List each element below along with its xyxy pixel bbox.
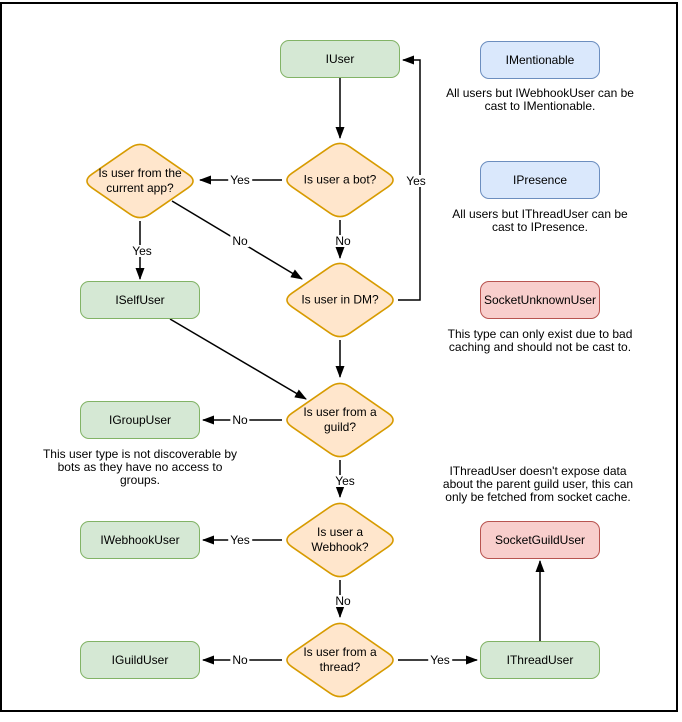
edge-label-yes-dm-to-iuser: Yes	[404, 174, 428, 188]
decision-label-bot: Is user a bot?	[280, 173, 400, 188]
decision-line: Is user in DM?	[301, 292, 379, 307]
annotation-ithreaduser: IThreadUser doesn't expose data about th…	[428, 465, 648, 504]
decision-label-webhook: Is user a Webhook?	[280, 525, 400, 555]
annotation-line: bots as they have no access to	[57, 460, 223, 474]
annotation-presence: All users but IThreadUser can be cast to…	[430, 208, 650, 234]
annotation-line: cast to IPresence.	[491, 220, 589, 234]
decision-line: Is user a	[316, 525, 364, 539]
annotation-line: about the parent guild user, this can	[442, 477, 634, 491]
edge-label-no-current-app-to-dm: No	[230, 234, 250, 248]
decision-label-dm: Is user in DM?	[280, 293, 400, 308]
annotation-socketunknownuser: This type can only exist due to bad cach…	[430, 328, 650, 354]
node-ipresence: IPresence	[480, 161, 600, 199]
node-ithreaduser: IThreadUser	[480, 641, 600, 679]
edge-label-no-webhook-to-thread: No	[333, 594, 353, 608]
node-iwebhookuser: IWebhookUser	[80, 521, 200, 559]
edge-label-yes-thread-to-ithreaduser: Yes	[428, 653, 452, 667]
annotation-line: groups.	[119, 473, 161, 487]
annotation-line: cast to IMentionable.	[484, 99, 596, 113]
node-iuser: IUser	[280, 40, 400, 78]
node-igroupuser: IGroupUser	[80, 401, 200, 439]
edge-label-no-bot-to-dm: No	[333, 234, 353, 248]
edge-label-no-thread-to-iguilduser: No	[230, 653, 250, 667]
decision-label-guild: Is user from a guild?	[280, 405, 400, 435]
node-iguilduser: IGuildUser	[80, 641, 200, 679]
annotation-line: This user type is not discoverable by	[42, 447, 238, 461]
decision-line: guild?	[323, 420, 357, 434]
edge-label-yes-guild-to-webhook: Yes	[333, 474, 357, 488]
annotation-line: This type can only exist due to bad	[447, 327, 633, 341]
decision-line: Webhook?	[311, 540, 369, 554]
decision-line: Is user a bot?	[303, 172, 377, 187]
decision-label-current-app: Is user from the current app?	[80, 166, 200, 196]
annotation-line: caching and should not be cast to.	[448, 340, 632, 354]
annotation-igroupuser: This user type is not discoverable by bo…	[30, 448, 250, 487]
edge-label-yes-webhook-to-iwebhookuser: Yes	[228, 533, 252, 547]
node-imentionable: IMentionable	[480, 41, 600, 79]
decision-line: thread?	[319, 660, 361, 674]
node-socketguilduser: SocketGuildUser	[480, 521, 600, 559]
annotation-line: All users but IThreadUser can be	[452, 207, 628, 221]
annotation-line: All users but IWebhookUser can be	[446, 86, 634, 100]
decision-label-thread: Is user from a thread?	[280, 645, 400, 675]
edge-label-yes-current-app-to-iselfuser: Yes	[130, 244, 154, 258]
decision-line: current app?	[106, 181, 174, 195]
annotation-line: only be fetched from socket cache.	[445, 490, 631, 504]
node-iselfuser: ISelfUser	[80, 281, 200, 319]
edge-label-yes-bot-to-current-app: Yes	[228, 173, 252, 187]
edge-label-no-guild-to-igroupuser: No	[230, 413, 250, 427]
annotation-line: IThreadUser doesn't expose data	[449, 464, 627, 478]
decision-line: Is user from a	[303, 645, 377, 659]
decision-line: Is user from a	[303, 405, 377, 419]
node-socketunknownuser: SocketUnknownUser	[480, 281, 600, 319]
edge-iselfuser-to-guild	[169, 318, 307, 400]
annotation-mentionable: All users but IWebhookUser can be cast t…	[430, 87, 650, 113]
decision-line: Is user from the	[98, 166, 182, 180]
